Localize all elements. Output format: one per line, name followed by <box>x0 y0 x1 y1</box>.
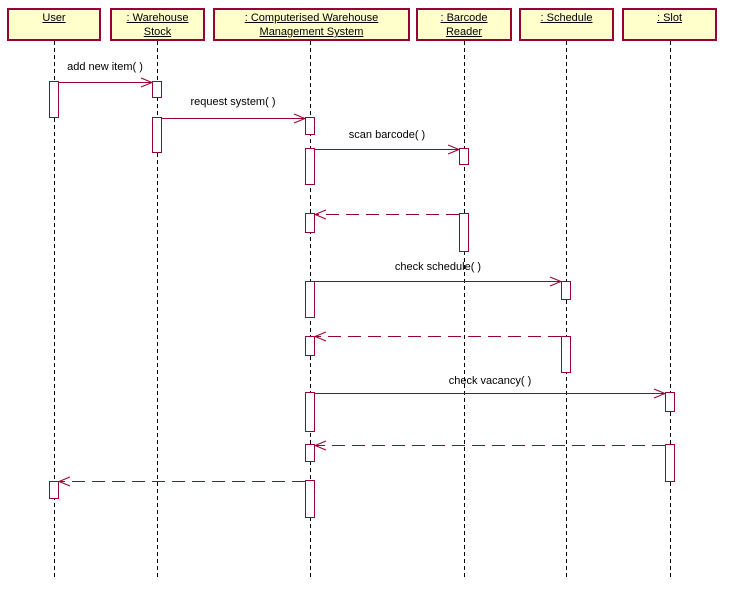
actor-box-warehouse-stock: : Warehouse Stock <box>110 8 205 41</box>
activation-bar-cwms <box>305 444 315 462</box>
activation-bar-cwms <box>305 480 315 518</box>
activation-bar-slot <box>665 392 675 412</box>
activation-bar-schedule <box>561 281 571 300</box>
activation-bar-user <box>49 481 59 499</box>
actor-box-barcode-reader: : Barcode Reader <box>416 8 512 41</box>
activation-bar-cwms <box>305 281 315 318</box>
activation-bar-slot <box>665 444 675 482</box>
actor-box-schedule: : Schedule <box>519 8 614 41</box>
arrowhead-return-schedule <box>313 331 327 342</box>
message-label-scan-barcode: scan barcode( ) <box>348 129 426 141</box>
arrowhead-return-slot <box>313 440 327 451</box>
actor-label: : Warehouse <box>126 12 189 24</box>
actor-box-slot: : Slot <box>622 8 717 41</box>
actor-box-cwms: : Computerised Warehouse Management Syst… <box>213 8 410 41</box>
arrowhead-return-user <box>57 476 71 487</box>
activation-bar-cwms <box>305 148 315 185</box>
arrowhead-return-barcode <box>313 209 327 220</box>
activation-bar-barcode-reader <box>459 213 469 252</box>
actor-box-user: User <box>7 8 101 41</box>
message-label-request-system: request system( ) <box>190 96 276 108</box>
activation-bar-cwms <box>305 392 315 432</box>
activation-bar-cwms <box>305 117 315 135</box>
actor-label: : Computerised Warehouse <box>244 12 379 24</box>
actor-label: User <box>42 12 66 24</box>
actor-label: Stock <box>143 26 172 38</box>
activation-bar-warehouse-stock <box>152 81 162 98</box>
activation-bar-cwms <box>305 336 315 356</box>
message-label-check-vacancy: check vacancy( ) <box>448 375 532 387</box>
activation-bar-schedule <box>561 336 571 373</box>
activation-bar-cwms <box>305 213 315 233</box>
activation-bar-warehouse-stock <box>152 117 162 153</box>
message-label-add-new-item: add new item( ) <box>67 61 143 73</box>
actor-label: : Schedule <box>540 12 593 24</box>
actor-label: : Slot <box>656 12 683 24</box>
activation-bar-barcode-reader <box>459 148 469 165</box>
actor-label: Management System <box>259 26 364 38</box>
activation-bar-user <box>49 81 59 118</box>
message-label-check-schedule: check schedule( ) <box>394 261 482 273</box>
actor-label: : Barcode <box>440 12 488 24</box>
actor-label: Reader <box>445 26 483 38</box>
